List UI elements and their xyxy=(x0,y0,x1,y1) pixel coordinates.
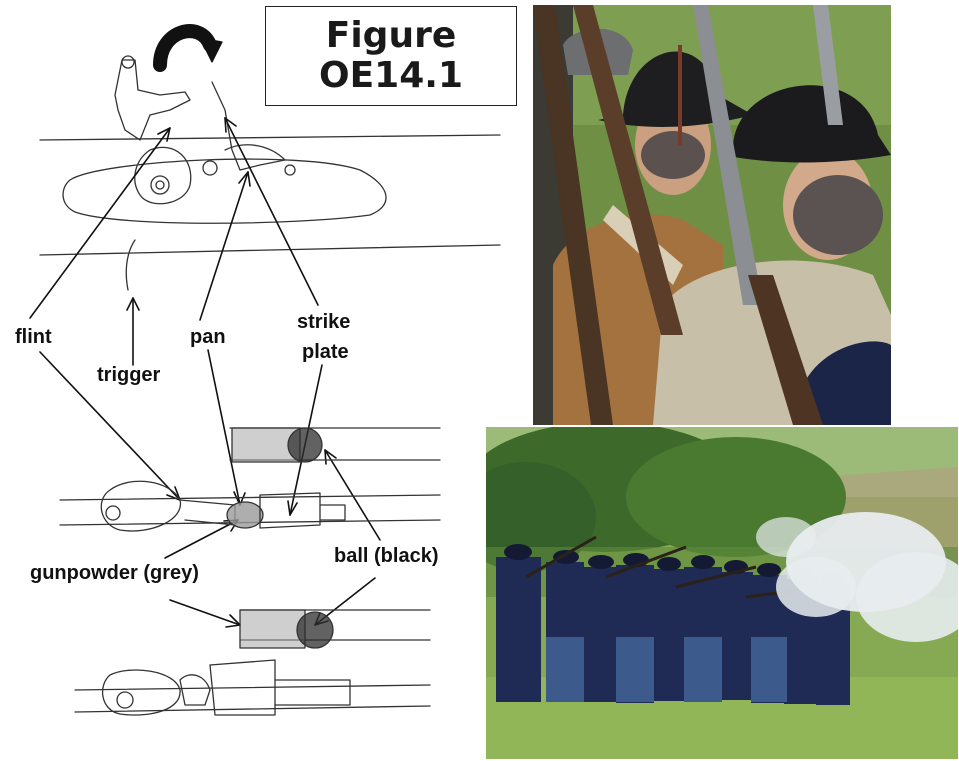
firing-line-photo xyxy=(486,427,958,759)
label-ball: ball (black) xyxy=(334,545,438,568)
flint-arrow-top xyxy=(30,128,170,318)
barrel-line-top xyxy=(40,135,500,140)
rotation-arrow-icon xyxy=(160,31,210,65)
ball-top xyxy=(288,428,322,462)
rotation-arrowhead-icon xyxy=(200,38,222,62)
face-blur-left xyxy=(641,131,705,179)
flintlock-sketch xyxy=(0,0,530,761)
label-trigger: trigger xyxy=(97,364,160,387)
figure-title-box: Figure OE14.1 xyxy=(265,6,517,106)
label-strike-plate-line2: plate xyxy=(302,341,349,364)
lock-screw xyxy=(151,176,169,194)
reenactors-closeup-photo xyxy=(533,5,891,425)
strike-arrow-top xyxy=(225,118,318,305)
label-pan: pan xyxy=(190,326,226,349)
ball-bottom xyxy=(297,612,333,648)
gunpowder-arrow-bottom xyxy=(170,600,240,625)
hammer xyxy=(115,60,190,140)
pan-arrow-top xyxy=(200,172,248,320)
gunpowder-arrow-top xyxy=(165,520,238,558)
figure-title-line2: OE14.1 xyxy=(319,56,463,96)
trigger-sketch xyxy=(126,240,135,290)
label-flint: flint xyxy=(15,326,52,349)
label-gunpowder: gunpowder (grey) xyxy=(30,562,199,585)
face-blur-right xyxy=(793,175,883,255)
lock-stock xyxy=(63,159,386,223)
ball-arrow-top xyxy=(325,450,380,540)
figure-title-line1: Figure xyxy=(326,16,457,56)
gunpowder-chamber-bottom xyxy=(240,610,305,648)
label-strike-plate-line1: strike xyxy=(297,311,350,334)
pan-powder-top xyxy=(227,502,263,528)
barrel-line-bottom xyxy=(40,245,500,255)
